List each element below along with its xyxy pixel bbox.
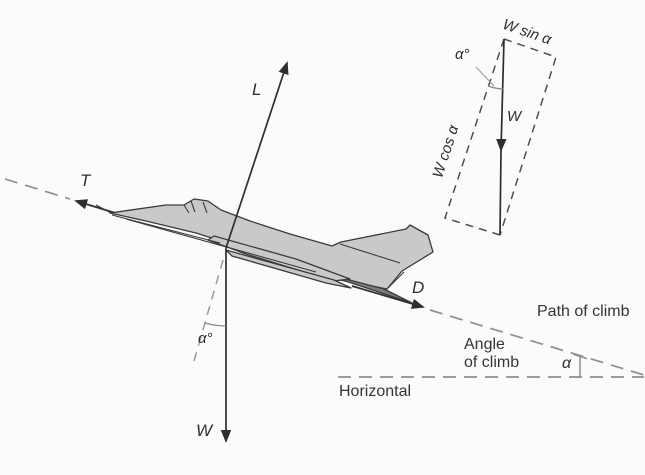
parallelogram-alpha-label: α° (455, 46, 470, 63)
path-of-climb-caption: Path of climb (537, 303, 630, 320)
drag-vector (351, 285, 425, 309)
horizontal-caption: Horizontal (339, 383, 412, 400)
climb-angle-tick (573, 353, 588, 377)
parallelogram-alpha-arc (487, 85, 504, 90)
alpha-at-aircraft-label: α° (198, 330, 213, 347)
angle-of-climb-caption: Angle of climb (464, 336, 520, 372)
flight-path-line (4, 178, 645, 376)
parallelogram-dashed-sides (444, 38, 557, 236)
weight-component-vector (496, 38, 507, 152)
aircraft-detail-lines (111, 200, 405, 289)
perpendicular-reference-line (191, 259, 224, 369)
force-parallelogram (444, 38, 557, 236)
weight-component-vector-tail (499, 149, 502, 236)
aircraft-body (109, 198, 434, 290)
parallelogram-alpha-leader-line (475, 66, 495, 87)
thrust-label: T (80, 171, 91, 190)
aircraft-nose-probe (95, 204, 112, 214)
alpha-at-horizon-label: α (562, 355, 572, 372)
drag-label: D (412, 278, 425, 297)
alpha-angle-arc (204, 322, 227, 327)
aircraft-underwing-store (225, 249, 352, 289)
parallelogram-weight-label: W (507, 108, 522, 125)
aircraft-illustration (95, 198, 434, 304)
weight-label: W (196, 421, 213, 440)
lift-vector (225, 61, 289, 249)
lift-label: L (252, 80, 262, 99)
